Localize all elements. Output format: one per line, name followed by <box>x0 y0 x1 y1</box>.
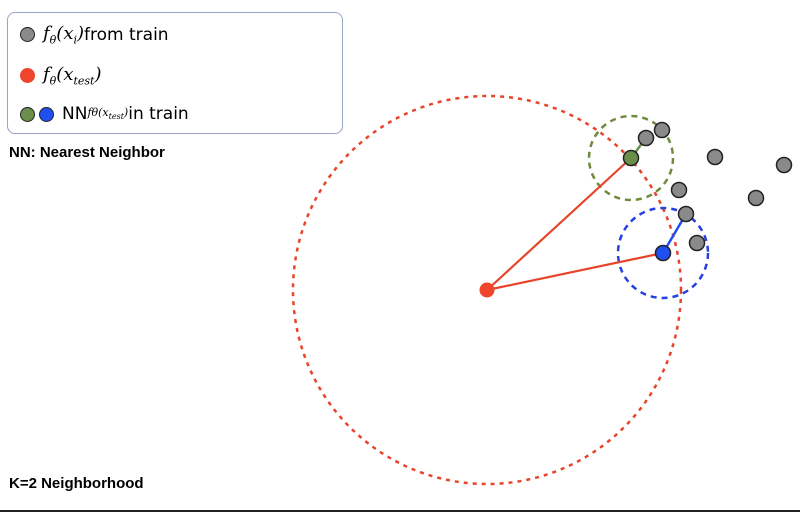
test-to-green-line <box>486 157 632 291</box>
test-dot-icon <box>20 68 35 84</box>
blue-nn-circle <box>616 206 710 300</box>
green-dot-icon <box>20 106 35 122</box>
k2-neighborhood-circle <box>291 94 683 486</box>
train-point <box>637 129 655 147</box>
legend-nn-text: in train <box>128 104 189 124</box>
bottom-divider <box>0 510 800 512</box>
legend-row-nn: NN fθ(xtest) in train <box>20 104 189 124</box>
train-point <box>775 156 793 174</box>
train-point <box>670 181 688 199</box>
train-point <box>706 148 724 166</box>
train-points <box>637 121 793 252</box>
train-dot-icon <box>20 27 35 43</box>
green-nn-circle <box>587 114 675 202</box>
train-point <box>653 121 671 139</box>
legend-box: fθ(xi) from train fθ(xtest) NN fθ(xtest)… <box>7 12 343 134</box>
legend-test-math: fθ(xtest) <box>43 64 102 88</box>
blue-dot-icon <box>39 106 54 122</box>
caption-nn: NN: Nearest Neighbor <box>9 144 165 161</box>
train-point <box>688 234 706 252</box>
legend-nn-prefix: NN <box>62 104 88 124</box>
train-point <box>677 205 695 223</box>
legend-train-math: fθ(xi) <box>43 23 85 47</box>
nn-green-point <box>622 149 640 167</box>
nn-blue-point <box>654 244 672 262</box>
test-point <box>479 282 495 298</box>
caption-k-neighborhood: K=2 Neighborhood <box>9 475 144 492</box>
legend-train-text: from train <box>84 24 169 45</box>
train-point <box>747 189 765 207</box>
legend-row-test: fθ(xtest) <box>20 64 102 88</box>
legend-nn-sub: fθ(xtest) <box>87 106 129 122</box>
test-to-blue-line <box>486 251 664 292</box>
legend-row-train: fθ(xi) from train <box>20 23 169 47</box>
